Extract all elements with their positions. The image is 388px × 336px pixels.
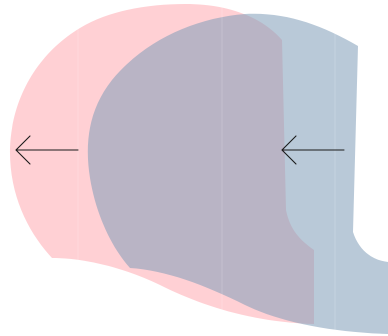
vertical-stripes	[77, 0, 336, 336]
arrow-left-icon	[15, 135, 79, 165]
blue-shape	[87, 13, 388, 334]
arrow-left-icon	[281, 135, 345, 165]
